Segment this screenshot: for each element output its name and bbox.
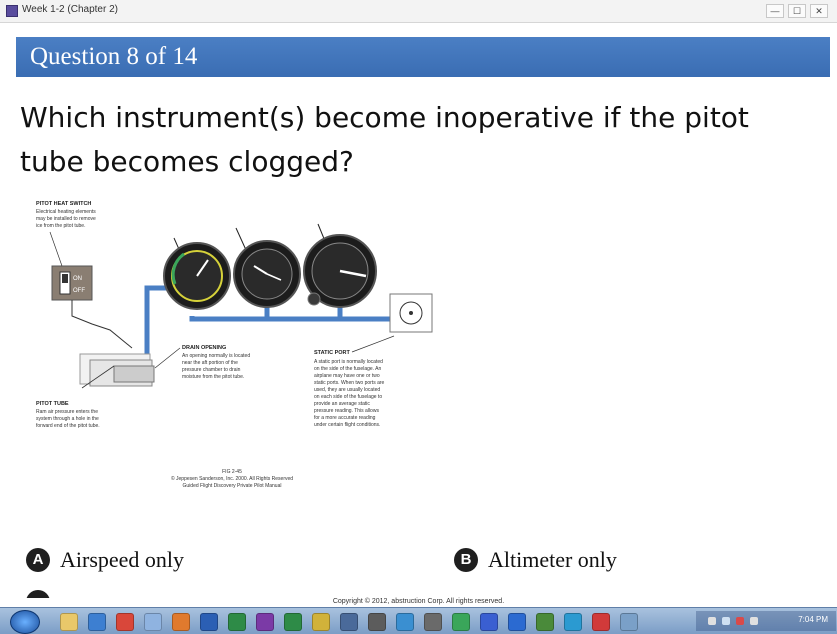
pitot-tube-line: forward end of the pitot tube. — [36, 423, 100, 429]
paint-icon[interactable] — [396, 613, 414, 631]
pitot-tube-line: Ram air pressure enters the — [36, 409, 98, 415]
tray-flag-icon[interactable] — [722, 617, 730, 625]
figure-credit-line: Guided Flight Discovery Private Pilot Ma… — [183, 483, 282, 489]
taskbar: 7:04 PM — [0, 607, 837, 634]
copyright-text: Copyright © 2012, abstruction Corp. All … — [332, 598, 505, 605]
airspeed-indicator — [163, 242, 231, 310]
question-number: Question 8 of 14 — [30, 43, 198, 70]
dropbox-icon[interactable] — [508, 613, 526, 631]
static-port-line: static ports. When two ports are — [314, 380, 385, 386]
presentation-icon[interactable] — [172, 613, 190, 631]
window-icon[interactable] — [144, 613, 162, 631]
static-port-line: on each side of the fuselage to — [314, 394, 382, 400]
answer-option-c-partial[interactable] — [26, 590, 50, 598]
drain-opening-line: pressure chamber to drain — [182, 367, 241, 373]
static-port-line: pressure reading. This allows — [314, 408, 379, 414]
static-port-line: used, they are usually located — [314, 387, 380, 393]
calculator-icon[interactable] — [368, 613, 386, 631]
minimize-button[interactable]: — — [766, 4, 784, 18]
answer-option-a[interactable]: A Airspeed only — [26, 546, 286, 574]
app-icon-5[interactable] — [620, 613, 638, 631]
drain-opening-line: moisture from the pitot tube. — [182, 374, 244, 380]
drain-opening-title: DRAIN OPENING — [182, 345, 226, 351]
static-port-label: STATIC PORT A static port is normally lo… — [314, 335, 395, 428]
close-button[interactable]: ✕ — [810, 4, 828, 18]
media-icon[interactable] — [88, 613, 106, 631]
tray-chevron-icon[interactable] — [708, 617, 716, 625]
onenote-icon[interactable] — [256, 613, 274, 631]
folder-icon[interactable] — [60, 613, 78, 631]
pitot-static-tubing — [144, 285, 402, 370]
chrome-icon[interactable] — [116, 613, 134, 631]
app-icon-2[interactable] — [536, 613, 554, 631]
switch-off-label: OFF — [73, 288, 85, 294]
pitot-static-diagram: ON OFF PITOT HEAT SWITCH Electrical heat… — [36, 201, 433, 489]
start-button[interactable] — [10, 610, 40, 634]
pitot-tube-label: PITOT TUBE Ram air pressure enters the s… — [36, 401, 100, 429]
static-port-line: A static port is normally located — [314, 359, 383, 365]
gear-icon[interactable] — [340, 613, 358, 631]
pitot-heat-switch: ON OFF — [51, 265, 133, 349]
static-port-line: under certain flight conditions. — [314, 422, 380, 428]
pitot-heat-switch-line: Electrical heating elements — [36, 209, 96, 215]
answer-a-badge: A — [26, 548, 50, 572]
mail-icon[interactable] — [312, 613, 330, 631]
excel2-icon[interactable] — [284, 613, 302, 631]
pitot-heat-switch-line: may be installed to remove — [36, 216, 96, 222]
app-icon-3[interactable] — [564, 613, 582, 631]
window-title: Week 1-2 (Chapter 2) — [22, 4, 118, 15]
figure-credit: FIG 2-45 © Jeppesen Sanderson, Inc. 2000… — [171, 469, 293, 489]
chat-icon[interactable] — [452, 613, 470, 631]
answer-b-badge: B — [454, 548, 478, 572]
tray-network-icon[interactable] — [736, 617, 744, 625]
app-icon-4[interactable] — [592, 613, 610, 631]
window-titlebar: Week 1-2 (Chapter 2) — ☐ ✕ — [0, 0, 837, 23]
maximize-button[interactable]: ☐ — [788, 4, 806, 18]
system-tray: 7:04 PM — [696, 611, 836, 631]
drain-opening-label: DRAIN OPENING An opening normally is loc… — [154, 345, 250, 380]
drain-opening-line: near the aft portion of the — [182, 360, 238, 366]
photo-icon[interactable] — [424, 613, 442, 631]
static-port — [389, 293, 433, 333]
answer-b-text: Altimeter only — [488, 547, 617, 572]
pitot-tube-line: system through a hole in the — [36, 416, 99, 422]
static-port-line: airplane may have one or two — [314, 373, 380, 379]
excel-icon[interactable] — [228, 613, 246, 631]
drain-opening-line: An opening normally is located — [182, 353, 250, 359]
answer-a-text: Airspeed only — [60, 547, 185, 572]
app-icon — [6, 5, 18, 17]
answer-option-b[interactable]: B Altimeter only — [454, 546, 714, 574]
question-text: Which instrument(s) become inoperative i… — [20, 101, 749, 178]
figure-credit-line: © Jeppesen Sanderson, Inc. 2000. All Rig… — [171, 475, 293, 482]
network-icon[interactable] — [480, 613, 498, 631]
static-port-title: STATIC PORT — [314, 350, 350, 356]
vertical-speed-indicator — [303, 234, 377, 308]
figure-credit-line: FIG 2-45 — [222, 469, 242, 475]
tray-volume-icon[interactable] — [750, 617, 758, 625]
pitot-heat-switch-title: PITOT HEAT SWITCH — [36, 201, 91, 207]
taskbar-clock[interactable]: 7:04 PM — [798, 615, 828, 624]
question-header: Question 8 of 14 — [16, 37, 830, 77]
pitot-tube — [79, 353, 155, 389]
altimeter — [233, 240, 301, 308]
word-icon[interactable] — [200, 613, 218, 631]
switch-on-label: ON — [73, 276, 82, 282]
pitot-heat-switch-line: ice from the pitot tube. — [36, 223, 85, 229]
static-port-line: on the side of the fuselage. An — [314, 366, 381, 372]
pitot-heat-switch-label: PITOT HEAT SWITCH Electrical heating ele… — [36, 201, 96, 267]
static-port-line: provide an average static — [314, 401, 370, 407]
static-port-line: for a more accurate reading — [314, 415, 376, 421]
pitot-tube-title: PITOT TUBE — [36, 401, 69, 407]
